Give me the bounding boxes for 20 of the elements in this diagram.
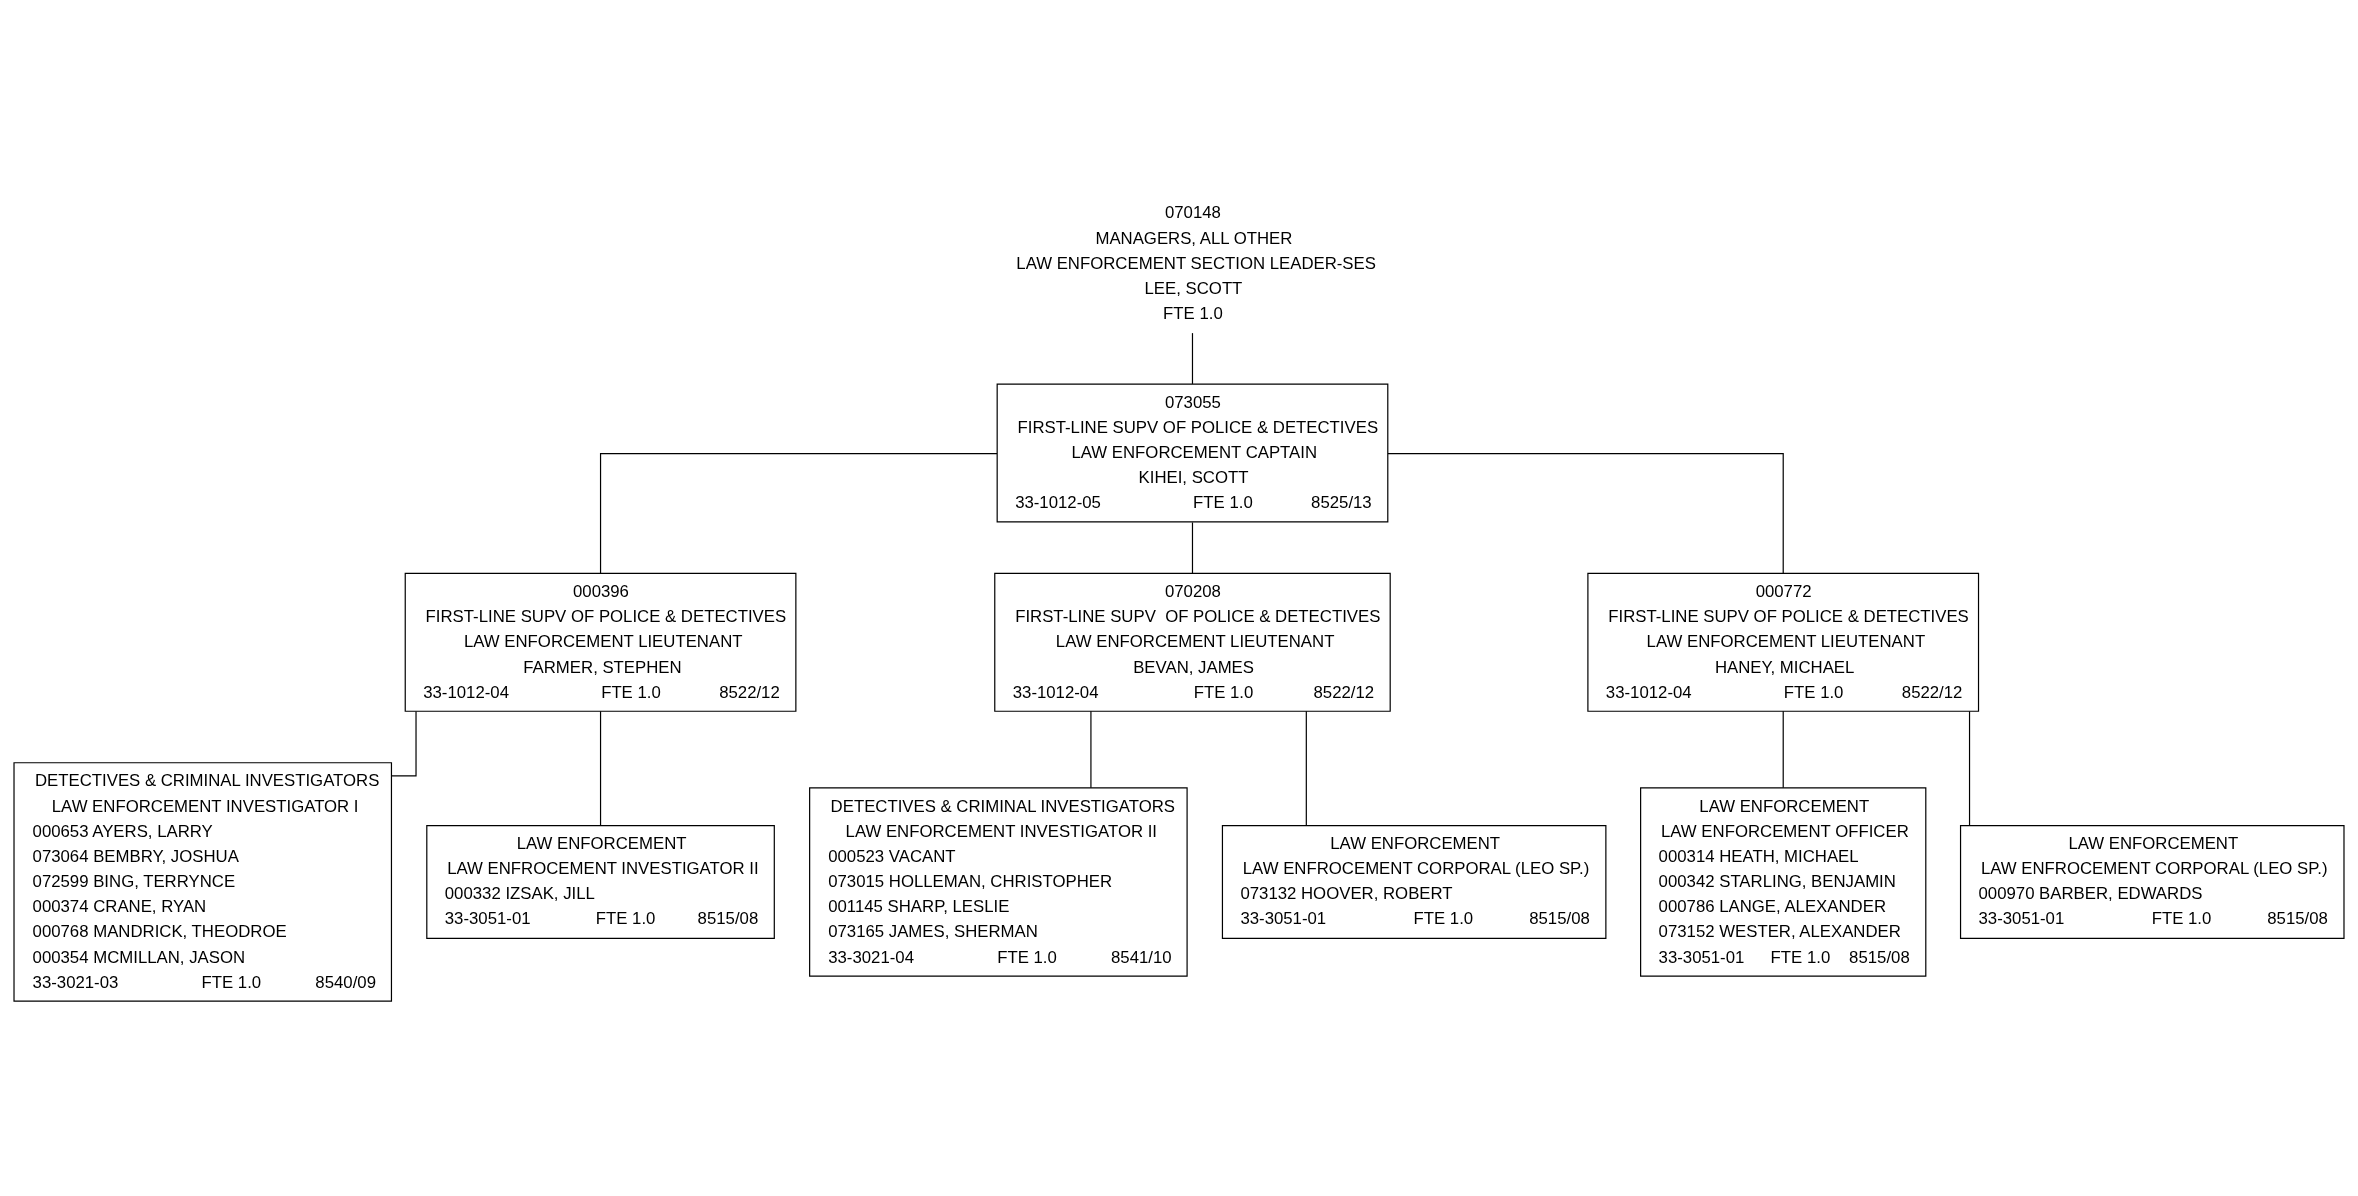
node-box: 000396 FIRST-LINE SUPV OF POLICE & DETECTIVES LAW ENFORCEMENT LIEUTENANT FARMER, STEPHEN 33-1012-04 FTE 1.0 8522/12 [404,572,797,712]
connector [1387,453,1784,574]
node-box: LAW ENFORCEMENT LAW ENFORCEMENT OFFICER 000314 HEATH, MICHAEL 000342 STARLING, BENJAMIN 000786 LANGE, ALEXANDER 073152 WESTER, ALEXANDER 33-3051-01 FTE 1.0 8515/08 [1640,787,1927,977]
node-box: 073055 FIRST-LINE SUPV OF POLICE & DETECTIVES LAW ENFORCEMENT CAPTAIN KIHEI, SCOTT 33-1012-05 FTE 1.0 8525/13 [996,383,1389,523]
node-box: LAW ENFORCEMENT LAW ENFROCEMENT CORPORAL (LEO SP.) 073132 HOOVER, ROBERT 33-3051-01 FTE 1.0 8515/08 [1221,825,1607,939]
connector [599,453,998,574]
node-text: 070148 MANAGERS, ALL OTHER LAW ENFORCEMENT SECTION LEADER-SES LEE, SCOTT FTE 1.0 [1016,203,1376,324]
node-box: 070208 FIRST-LINE SUPV OF POLICE & DETECTIVES LAW ENFORCEMENT LIEUTENANT BEVAN, JAMES 33-1012-04 FTE 1.0 8522/12 [994,572,1391,712]
connector [599,710,602,827]
node-box: DETECTIVES & CRIMINAL INVESTIGATORS LAW ENFORCEMENT INVESTIGATOR I 000653 AYERS, LARRY 073064 BEMBRY, JOSHUA 072599 BING, TERRYNCE 000374 CRANE, RYAN 000768 MANDRICK, THEODROE 000354 MCMILLAN, JASON 33-3021-03 FTE 1.0 8540/09 [13,762,393,1002]
node-box: DETECTIVES & CRIMINAL INVESTIGATORS LAW ENFORCEMENT INVESTIGATOR II 000523 VACANT 073015 HOLLEMAN, CHRISTOPHER 001145 SHARP, LESLIE 073165 JAMES, SHERMAN 33-3021-04 FTE 1.0 8541/10 [809,787,1188,977]
node-box: LAW ENFORCEMENT LAW ENFROCEMENT INVESTIGATOR II 000332 IZSAK, JILL 33-3051-01 FTE 1.0 8515/08 [426,825,775,939]
connector [1782,710,1784,789]
connector [1968,710,1971,827]
connector [1191,521,1194,574]
connector [1090,710,1092,789]
node-box: 000772 FIRST-LINE SUPV OF POLICE & DETECTIVES LAW ENFORCEMENT LIEUTENANT HANEY, MICHAEL 33-1012-04 FTE 1.0 8522/12 [1587,572,1980,712]
connector [1305,710,1307,827]
connector [1191,332,1194,385]
node-box: LAW ENFORCEMENT LAW ENFROCEMENT CORPORAL (LEO SP.) 000970 BARBER, EDWARDS 33-3051-01 FTE 1.0 8515/08 [1959,825,2345,939]
